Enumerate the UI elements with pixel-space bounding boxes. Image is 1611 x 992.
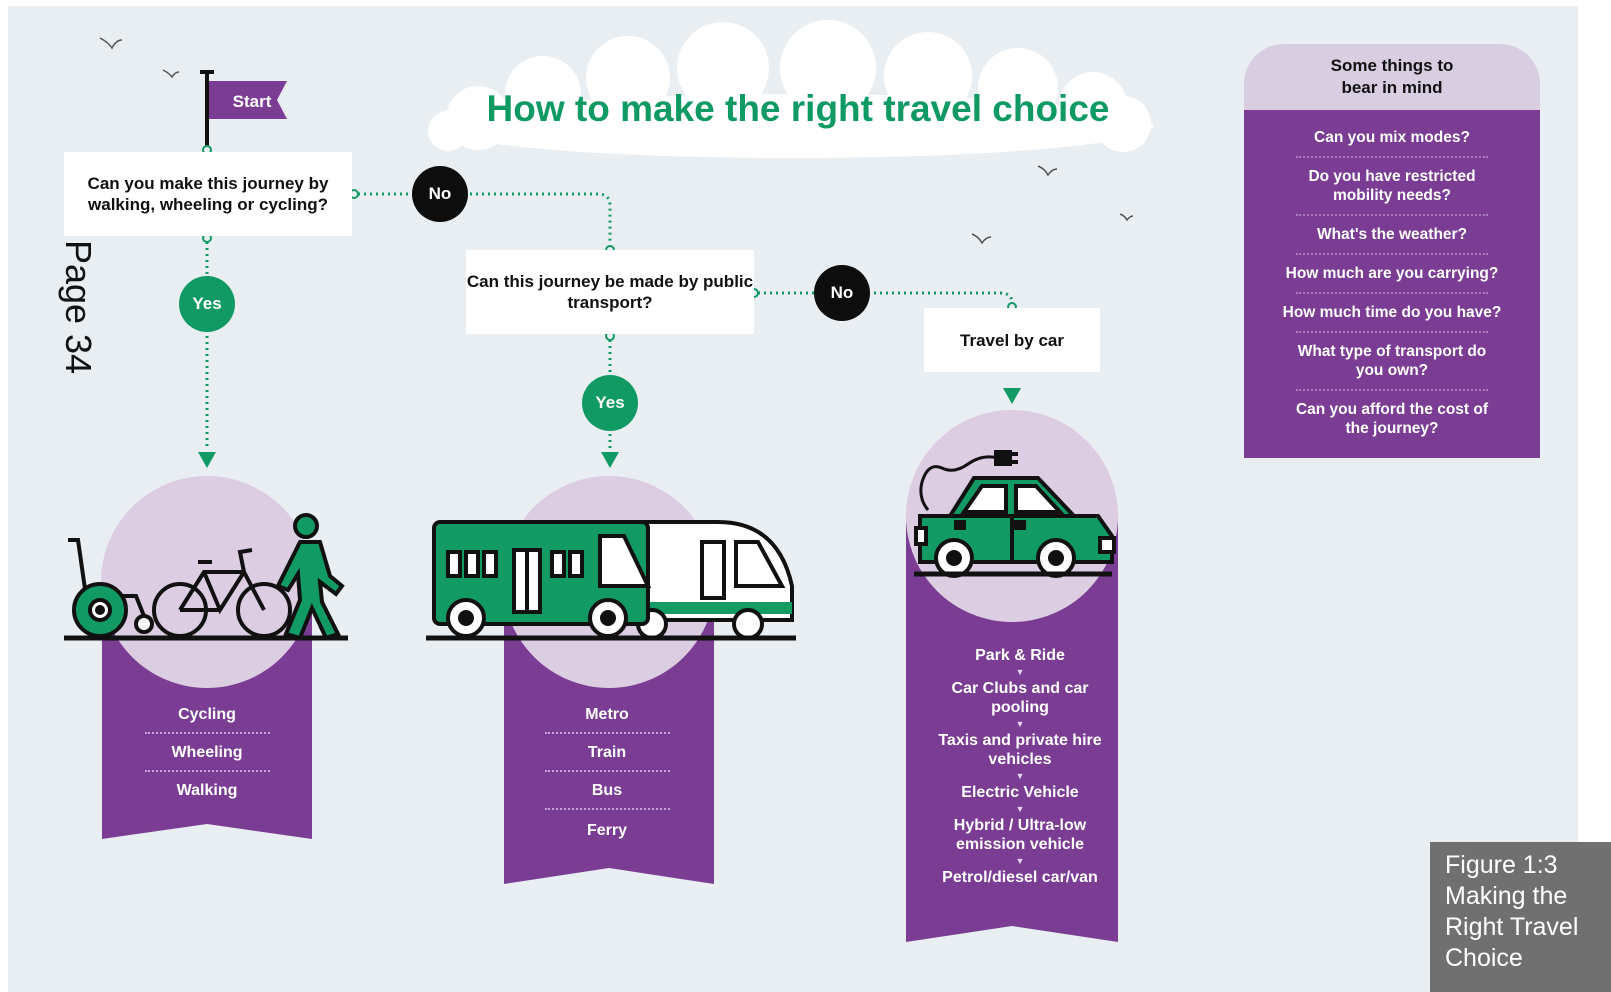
list-divider xyxy=(144,732,270,734)
consideration-item: Do you have restricted mobility needs? xyxy=(1308,168,1476,204)
list-item: Metro xyxy=(585,706,629,723)
travel-by-car-box: Travel by car xyxy=(924,308,1100,372)
list-item: Cycling xyxy=(178,706,236,723)
considerations-list: Can you mix modes? Do you have restricte… xyxy=(1244,110,1540,458)
consideration-item: What's the weather? xyxy=(1316,226,1468,243)
considerations-panel: Some things to bear in mind Can you mix … xyxy=(1244,44,1540,458)
considerations-heading-text: Some things to bear in mind xyxy=(1330,56,1454,97)
figure-caption: Figure 1:3 Making the Right Travel Choic… xyxy=(1430,842,1611,992)
wheelchair-icon xyxy=(68,538,154,638)
list-item: Walking xyxy=(176,782,238,799)
list-divider xyxy=(1296,292,1488,294)
question-active-travel: Can you make this journey by walking, wh… xyxy=(64,152,352,236)
diagram-title: How to make the right travel choice xyxy=(486,88,1110,129)
list-item: Hybrid / Ultra-low emission vehicle xyxy=(953,817,1087,853)
list-divider xyxy=(1296,214,1488,216)
no-bubble-2: No xyxy=(814,265,870,321)
list-divider xyxy=(144,770,270,772)
public-transport-list: Metro Train Bus Ferry xyxy=(522,704,692,848)
list-divider xyxy=(1296,331,1488,333)
consideration-item: How much are you carrying? xyxy=(1285,265,1499,282)
bird-icon xyxy=(99,37,1134,245)
page-number: Page 34 xyxy=(58,239,99,375)
down-arrow-icon: ▼ xyxy=(1015,771,1025,781)
list-divider xyxy=(1296,389,1488,391)
start-flag-label: Start xyxy=(232,92,272,111)
diagram-canvas: Page 34 How to make the right travel cho… xyxy=(8,6,1578,992)
down-arrow-icon: ▼ xyxy=(1015,856,1025,866)
title-cloud xyxy=(428,20,1153,158)
list-divider xyxy=(544,770,670,772)
yes-bubble-2: Yes xyxy=(582,375,638,431)
car-icon xyxy=(914,450,1116,578)
bus-icon xyxy=(432,520,652,638)
walking-person-icon xyxy=(275,513,345,641)
car-options-list: Park & Ride ▼ Car Clubs and car pooling … xyxy=(938,646,1102,887)
consideration-item: What type of transport do you own? xyxy=(1297,343,1487,379)
consideration-item: Can you afford the cost of the journey? xyxy=(1295,401,1489,437)
flow-connectors xyxy=(205,192,1014,448)
list-item: Ferry xyxy=(586,822,628,839)
question-public-transport: Can this journey be made by public trans… xyxy=(466,250,754,334)
list-item: Train xyxy=(587,744,627,761)
active-travel-list: Cycling Wheeling Walking xyxy=(122,704,292,808)
down-arrow-icon: ▼ xyxy=(1015,719,1025,729)
list-item: Car Clubs and car pooling xyxy=(951,680,1089,716)
list-item: Electric Vehicle xyxy=(961,784,1079,801)
consideration-item: How much time do you have? xyxy=(1282,304,1502,321)
list-item: Bus xyxy=(591,782,623,799)
considerations-heading: Some things to bear in mind xyxy=(1244,44,1540,110)
list-item: Taxis and private hire vehicles xyxy=(938,732,1102,768)
consideration-item: Can you mix modes? xyxy=(1314,129,1470,146)
no-bubble-1: No xyxy=(412,166,468,222)
list-divider xyxy=(1296,156,1488,158)
diagram-graphics xyxy=(64,20,1153,942)
yes-bubble-1: Yes xyxy=(179,276,235,332)
list-divider xyxy=(544,732,670,734)
list-item: Petrol/diesel car/van xyxy=(942,869,1098,886)
down-arrow-icon: ▼ xyxy=(1015,667,1025,677)
list-divider xyxy=(544,808,670,810)
list-item: Wheeling xyxy=(171,744,243,761)
down-arrow-icon: ▼ xyxy=(1015,804,1025,814)
train-icon xyxy=(606,520,794,640)
list-item: Park & Ride xyxy=(975,647,1065,664)
list-divider xyxy=(1296,253,1488,255)
flag-icon xyxy=(200,70,287,155)
